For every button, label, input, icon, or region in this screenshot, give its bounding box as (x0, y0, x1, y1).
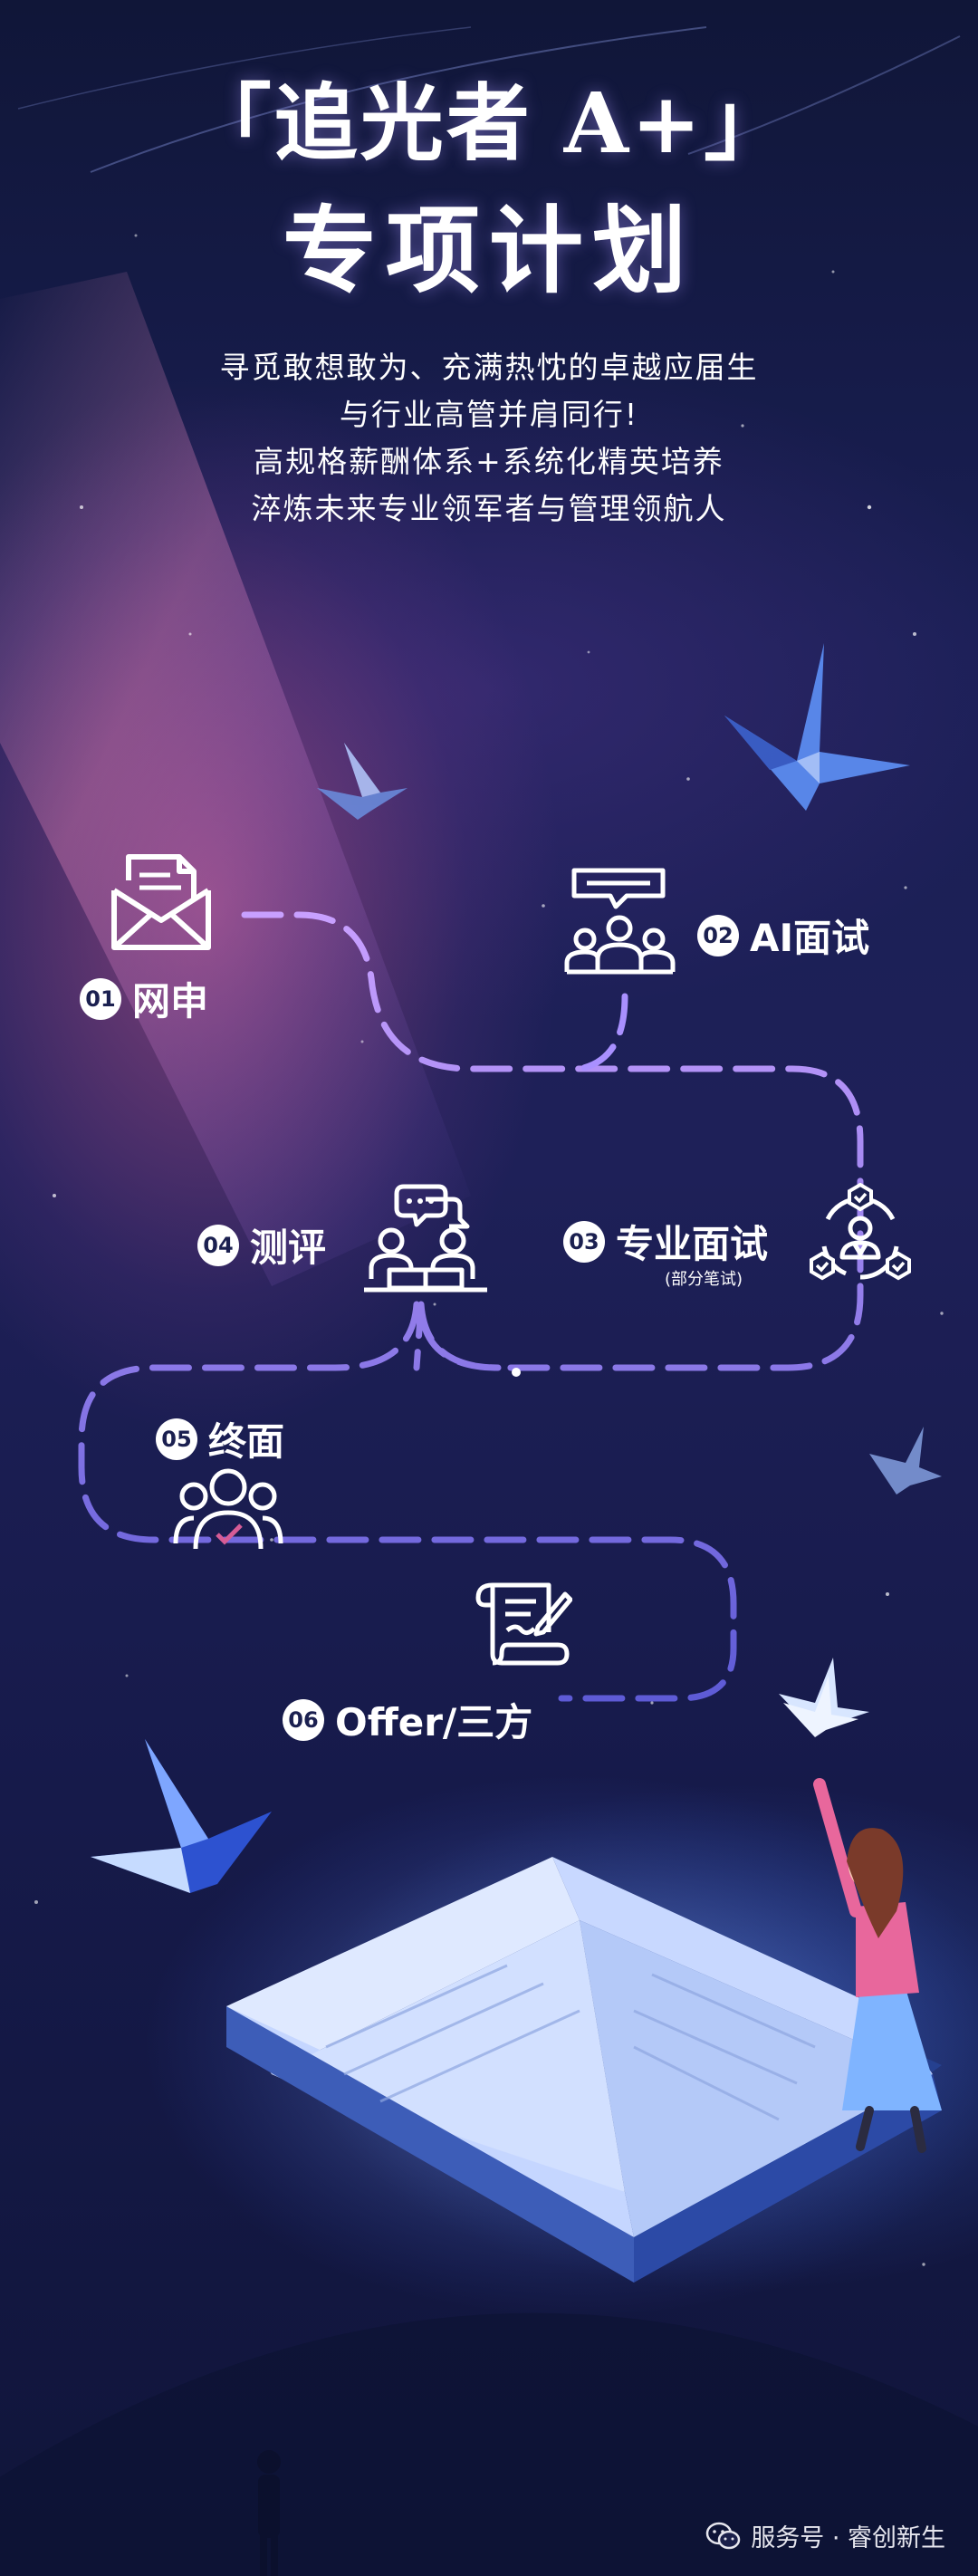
stars (34, 234, 944, 2266)
step-05-number: 05 (156, 1418, 197, 1460)
step-04-text: 测评 (250, 1226, 327, 1270)
path-node (512, 1368, 521, 1377)
step-01-label: 01 网申 (80, 971, 208, 1026)
audience-icon (564, 868, 676, 975)
crane-icon (317, 743, 408, 820)
crane-icon (91, 1739, 272, 1893)
wechat-icon (706, 2522, 741, 2549)
step-02-label: 02 AI面试 (697, 908, 869, 963)
envelope-icon (111, 854, 211, 950)
girl-illustration (813, 1778, 942, 2153)
page-title-line2: 专项计划 (282, 195, 695, 306)
team-hub-icon (810, 1183, 911, 1281)
intro-line-3: 高规格薪酬体系+系统化精英培养 (254, 444, 724, 479)
step-01-number: 01 (80, 977, 121, 1020)
group-check-icon (173, 1468, 283, 1550)
step-03-label: 03 专业面试 (563, 1214, 768, 1269)
step-06-label: 06 Offer/三方 (283, 1692, 532, 1747)
step-05-text: 终面 (208, 1419, 285, 1464)
crane-icon (724, 643, 910, 811)
star-streak (687, 35, 961, 155)
intro-line-4: 淬炼未来专业领军者与管理领航人 (251, 491, 727, 526)
page-title-line1: 「追光者 A+」 (187, 74, 791, 172)
horizon-arc (0, 2312, 978, 2576)
crane-icon (783, 1676, 858, 1737)
step-01-text: 网申 (132, 979, 209, 1024)
step-06-number: 06 (283, 1698, 324, 1741)
star-streak (17, 26, 472, 110)
step-03-number: 03 (563, 1220, 605, 1263)
crane-icon (869, 1427, 942, 1495)
process-path-drop (576, 993, 628, 1072)
step-06-text: Offer/三方 (335, 1700, 533, 1745)
star-streak (90, 26, 707, 173)
step-02-text: AI面试 (750, 916, 870, 960)
intro-line-2: 与行业高管并肩同行! (339, 397, 639, 432)
intro-line-1: 寻觅敢想敢为、充满热忱的卓越应届生 (219, 350, 759, 385)
watermark-text: 服务号 · 睿创新生 (751, 2524, 945, 2552)
intro-text: 寻觅敢想敢为、充满热忱的卓越应届生 与行业高管并肩同行! 高规格薪酬体系+系统化… (0, 344, 978, 533)
contract-icon (475, 1582, 572, 1666)
light-beam (0, 272, 471, 1286)
step-05-label: 05 终面 (156, 1411, 284, 1466)
step-03-text: 专业面试 (616, 1222, 769, 1266)
step-04-number: 04 (197, 1224, 239, 1266)
step-02-number: 02 (697, 914, 739, 956)
step-04-label: 04 测评 (197, 1217, 326, 1273)
step-03-note: (部分笔试) (665, 1270, 743, 1289)
discussion-icon (364, 1184, 487, 1293)
process-path-line (78, 911, 864, 1702)
account-watermark: 服务号 · 睿创新生 (705, 2518, 945, 2553)
